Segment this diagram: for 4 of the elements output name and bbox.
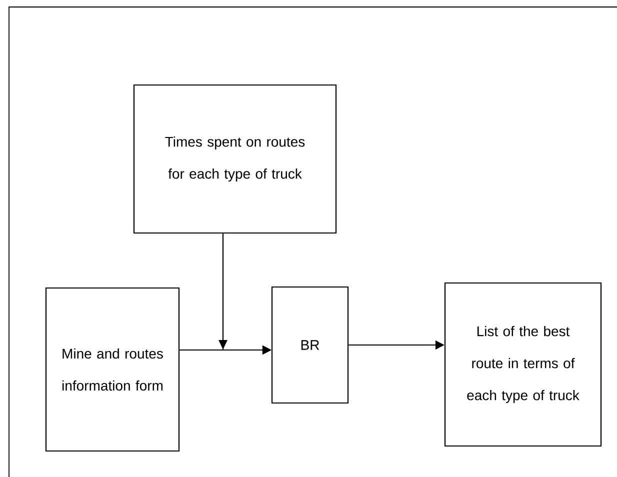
process-box: Mine and routes information form: [45, 287, 180, 452]
process-box: List of the best route in terms of each type of truck: [444, 282, 602, 447]
process-box: BR: [271, 286, 349, 404]
process-box: Times spent on routes for each type of truck: [133, 84, 337, 234]
